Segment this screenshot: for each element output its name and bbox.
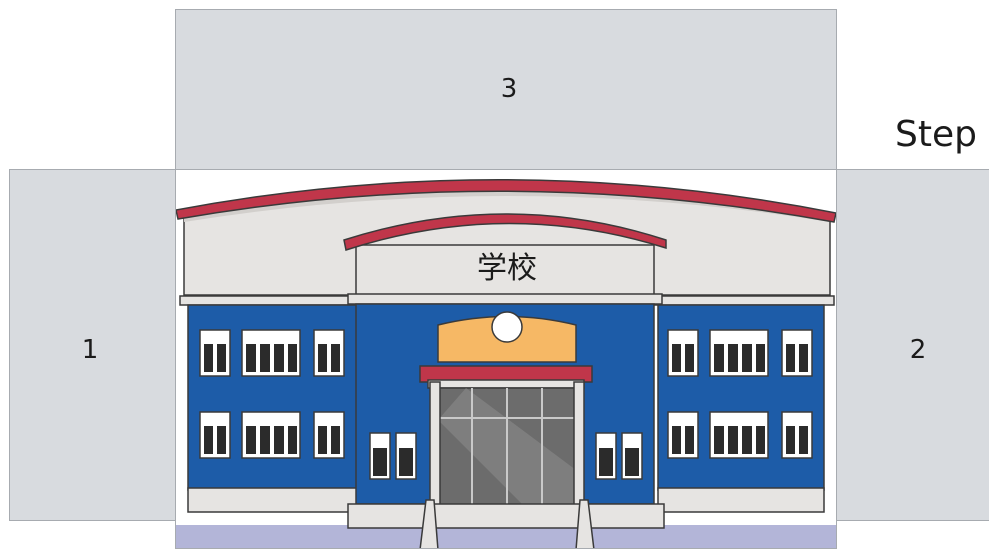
ground-strip bbox=[176, 525, 836, 548]
right-panel-label: 2 bbox=[909, 335, 927, 365]
entrance-steps bbox=[347, 503, 665, 529]
center-roof bbox=[343, 213, 667, 251]
left-panel-label: 1 bbox=[81, 335, 99, 365]
top-panel bbox=[175, 9, 837, 170]
center-sign-block bbox=[355, 244, 655, 298]
step-label: Step bbox=[895, 114, 977, 155]
main-roof bbox=[176, 179, 836, 223]
top-panel-label: 3 bbox=[500, 74, 518, 104]
school-building-icon bbox=[176, 179, 836, 548]
school-sign-text: 学校 bbox=[477, 251, 537, 286]
left-panel bbox=[9, 169, 177, 521]
school-building-face: 学校 bbox=[175, 169, 837, 549]
